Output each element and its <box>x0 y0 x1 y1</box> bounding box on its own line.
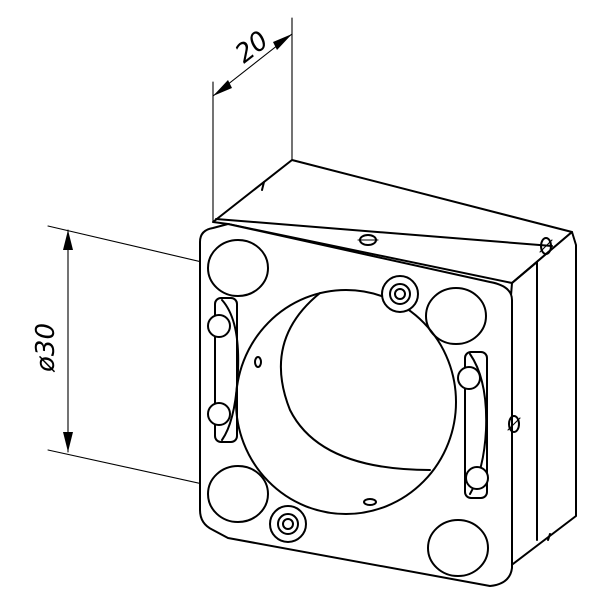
top-face-tick <box>261 181 265 191</box>
screw-bottom <box>269 505 307 543</box>
corner-hole-top-left <box>207 239 269 297</box>
arrowhead-30-top <box>63 230 73 250</box>
corner-hole-bottom-right <box>427 519 489 577</box>
bottom-right-tick <box>547 533 551 541</box>
arrowhead-20-right <box>273 34 292 50</box>
bore-small-hole-left <box>254 356 262 368</box>
bevel-hole-marker <box>539 237 553 255</box>
clamp-left-spring <box>221 299 240 441</box>
bore-small-hole-bottom <box>363 498 377 506</box>
arrowhead-20-left <box>213 80 232 96</box>
main-bore-inner-edge <box>279 292 431 471</box>
dimension-label-diameter-30: ø30 <box>31 323 61 373</box>
clamp-left <box>207 297 240 443</box>
side-hole-marker <box>507 415 521 433</box>
clamp-left-knob-bottom <box>207 402 231 426</box>
clamp-left-knob-top <box>207 314 231 338</box>
top-face-step-line <box>215 218 553 247</box>
arrowhead-30-bottom <box>63 432 73 452</box>
corner-hole-top-right <box>425 287 487 345</box>
dimension-label-20: 20 <box>230 26 275 70</box>
clamp-right-knob-bottom <box>465 466 489 490</box>
corner-hole-bottom-left <box>207 465 269 523</box>
clamp-right-knob-top <box>457 366 481 390</box>
right-bevel-edge <box>511 261 538 284</box>
mount-block <box>199 159 577 587</box>
top-hole-marker <box>357 234 379 246</box>
screw-top <box>381 275 419 313</box>
clamp-right <box>457 351 489 499</box>
